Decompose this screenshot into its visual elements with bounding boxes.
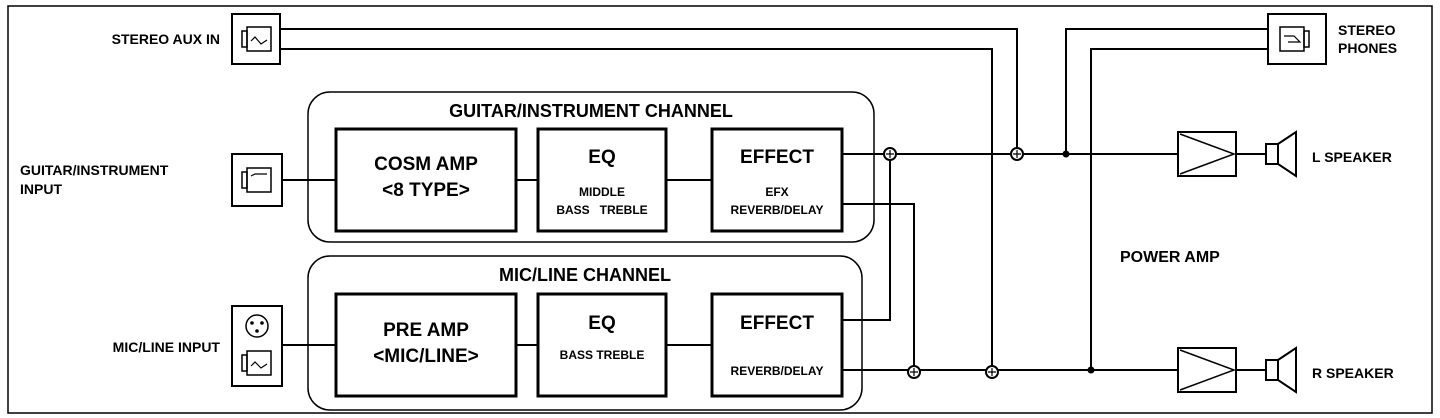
aux-in-jack — [231, 13, 281, 65]
summing-node-icon — [883, 147, 897, 161]
guitar-eq-middle-label: MIDDLE — [579, 185, 625, 199]
mic-line-input-label: MIC/LINE INPUT — [113, 339, 221, 355]
guitar-input-label-2: INPUT — [20, 181, 62, 197]
r-speaker-label: R SPEAKER — [1312, 365, 1394, 381]
diagram-frame — [7, 5, 1433, 414]
guitar-effect-title: EFFECT — [740, 147, 814, 168]
stereo-aux-in-label: STEREO AUX IN — [112, 31, 220, 47]
guitar-channel-frame — [307, 91, 875, 243]
guitar-input-label-1: GUITAR/INSTRUMENT — [20, 162, 169, 178]
mic-effect-reverb-label: REVERB/DELAY — [731, 364, 824, 378]
mic-line-channel: MIC/LINE CHANNEL PRE AMP <MIC/LINE> EQ B… — [307, 255, 863, 411]
stereo-phones-label-1: STEREO — [1338, 22, 1396, 38]
mic-eq-bass-treble-label: BASS TREBLE — [560, 348, 645, 362]
guitar-eq-block: EQ MIDDLE BASS TREBLE — [536, 127, 668, 233]
line-jack-icon — [241, 350, 272, 376]
amplifier-icon — [1177, 347, 1237, 393]
guitar-eq-bass-treble-label: BASS TREBLE — [556, 203, 647, 217]
guitar-effect-block: EFFECT EFX REVERB/DELAY — [710, 127, 844, 233]
power-amp-label: POWER AMP — [1120, 249, 1220, 266]
phones-jack-icon — [1279, 26, 1310, 52]
cosm-amp-block: COSM AMP <8 TYPE> — [334, 127, 518, 233]
xlr-jack-icon — [245, 314, 269, 338]
signal-wires — [280, 28, 1268, 371]
stereo-phones-label-2: PHONES — [1338, 40, 1397, 56]
cosm-amp-label: COSM AMP — [374, 154, 478, 175]
l-speaker-label: L SPEAKER — [1312, 149, 1392, 165]
junction-dot-r — [1087, 366, 1095, 374]
mic-effect-block: EFFECT REVERB/DELAY — [710, 292, 844, 398]
mic-channel-frame — [307, 255, 863, 411]
mic-eq-title: EQ — [588, 313, 615, 334]
speaker-icon — [1265, 130, 1297, 178]
junction-dot-l — [1062, 150, 1070, 158]
mic-eq-block: EQ BASS TREBLE — [536, 292, 668, 398]
pre-amp-type-label: <MIC/LINE> — [373, 346, 479, 367]
pre-amp-block: PRE AMP <MIC/LINE> — [334, 292, 518, 398]
pre-amp-label: PRE AMP — [383, 320, 469, 341]
mic-effect-title: EFFECT — [740, 313, 814, 334]
guitar-effect-efx-label: EFX — [765, 185, 788, 199]
guitar-eq-title: EQ — [588, 147, 615, 168]
speaker-icon — [1265, 346, 1297, 394]
guitar-effect-reverb-label: REVERB/DELAY — [731, 203, 824, 217]
summing-node-icon — [907, 365, 921, 379]
guitar-channel: GUITAR/INSTRUMENT CHANNEL COSM AMP <8 TY… — [307, 91, 875, 243]
mic-line-input-jack — [231, 305, 283, 387]
guitar-input-jack — [231, 153, 283, 207]
stereo-phones-jack — [1267, 13, 1327, 65]
line-jack-icon — [241, 26, 272, 52]
summing-node-icon — [985, 365, 999, 379]
mic-channel-title: MIC/LINE CHANNEL — [499, 265, 671, 285]
line-jack-icon — [241, 167, 272, 193]
guitar-channel-title: GUITAR/INSTRUMENT CHANNEL — [449, 101, 733, 121]
amplifier-icon — [1177, 131, 1237, 177]
summing-node-icon — [1010, 147, 1024, 161]
cosm-amp-type-label: <8 TYPE> — [382, 180, 470, 201]
